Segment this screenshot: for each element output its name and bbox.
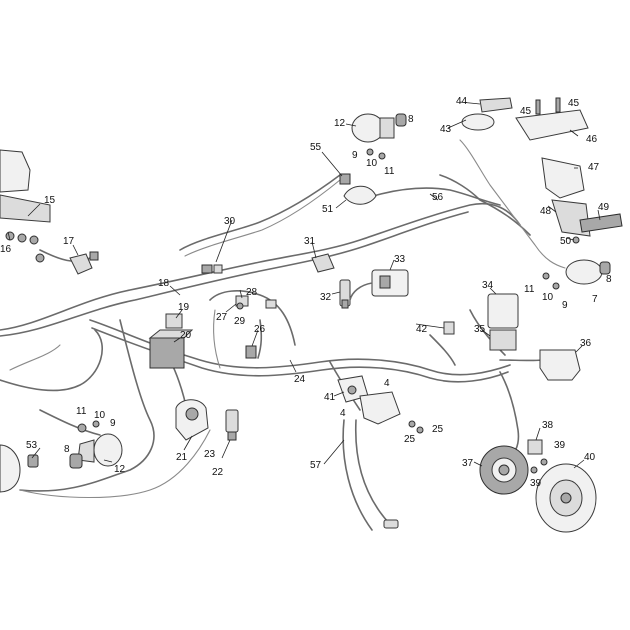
callout-45b: 45 [568,98,580,109]
callout-10b: 10 [542,292,554,303]
callout-55: 55 [310,142,322,153]
callout-38: 38 [542,420,554,431]
connector-30-part [201,264,223,274]
callout-9a: 9 [352,150,358,161]
callout-23: 23 [204,449,216,460]
flywheel-part [535,463,597,533]
clip-51-part [339,173,377,205]
callout-41: 41 [324,392,336,403]
callout-37: 37 [462,458,474,469]
connectors-26-29-part [235,295,277,359]
cdi-unit-part [487,293,519,351]
callout-53: 53 [26,440,38,451]
callout-21: 21 [176,452,188,463]
callout-11b: 11 [524,284,535,295]
ignition-coil-part [349,269,409,301]
callout-24: 24 [294,374,306,385]
callout-15: 15 [44,195,56,206]
rectifier-regulator-part [148,313,194,369]
callout-47: 47 [588,162,600,173]
callout-49: 49 [598,202,610,213]
rear-fender-part [541,157,591,237]
callout-labels: 15 16 17 18 19 20 21 22 23 24 25 25 26 2… [0,96,612,489]
callout-11a: 11 [384,166,395,177]
callout-7: 7 [592,294,598,305]
connector-17-part [69,251,99,275]
callout-56: 56 [432,192,444,203]
callout-17: 17 [63,236,75,247]
license-bracket-part [515,97,589,141]
callout-36: 36 [580,338,592,349]
stator-part [479,445,529,495]
callout-30: 30 [224,216,236,227]
callout-10c: 10 [94,410,106,421]
callout-4a: 4 [384,378,390,389]
callout-51: 51 [322,204,334,215]
callout-42: 42 [416,324,428,335]
callout-39b: 39 [530,478,542,489]
callout-12b: 12 [114,464,126,475]
callout-9c: 9 [110,418,116,429]
callout-25a: 25 [404,434,416,445]
callout-33: 33 [394,254,406,265]
callout-8c: 8 [64,444,70,455]
callout-22: 22 [212,467,224,478]
bracket-36-part [539,349,581,381]
tail-lamp-part [461,97,513,131]
turn-signal-rear-part [542,259,611,290]
pickup-part [527,439,548,474]
turn-signal-left-part [69,420,123,469]
callout-35: 35 [474,324,486,335]
callout-46: 46 [586,134,598,145]
callout-9b: 9 [562,300,568,311]
callout-10a: 10 [366,158,378,169]
connector-31-part [311,253,335,273]
callout-48: 48 [540,206,552,217]
callout-12a: 12 [334,118,346,129]
callout-8b: 8 [606,274,612,285]
reflector-part [579,213,623,233]
sensor-22-part [225,409,239,441]
callout-39a: 39 [554,440,566,451]
connector-42-part [443,321,455,335]
callout-57: 57 [310,460,322,471]
callout-20: 20 [180,330,192,341]
horn-part [0,444,39,493]
callout-19: 19 [178,302,190,313]
turn-signal-right-part [351,113,407,160]
callout-45a: 45 [520,106,532,117]
callout-32: 32 [320,292,332,303]
callout-16: 16 [0,244,12,255]
callout-31: 31 [304,236,316,247]
callout-34: 34 [482,280,494,291]
callout-44: 44 [456,96,468,107]
handlebar-switch-part [175,399,209,441]
callout-4b: 4 [340,408,346,419]
callout-8a: 8 [408,114,414,125]
callout-18: 18 [158,278,170,289]
instrument-cluster-part [0,149,51,263]
cable-57-part [342,391,401,531]
leader-lines [7,101,601,469]
callout-50: 50 [560,236,572,247]
spark-plug-part [339,279,351,309]
callout-11c: 11 [76,406,87,417]
callout-43: 43 [440,124,452,135]
callout-25b: 25 [432,424,444,435]
callout-26: 26 [254,324,266,335]
callout-29: 29 [234,316,246,327]
callout-28: 28 [246,287,258,298]
bolts-25-part [408,420,424,434]
callout-27: 27 [216,312,228,323]
callout-40: 40 [584,452,596,463]
